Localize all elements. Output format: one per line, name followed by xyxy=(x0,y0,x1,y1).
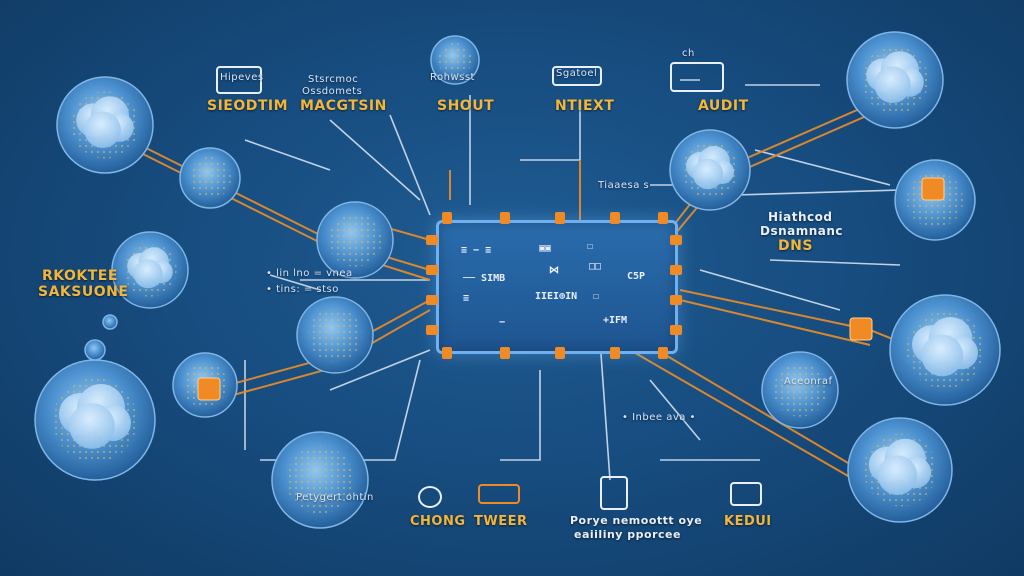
chong-icon xyxy=(418,486,442,508)
process-label-2: eaiiliny pporcee xyxy=(574,528,681,541)
bottom-left-note: Petygert ohtin xyxy=(296,492,374,503)
management-label: MACGTSIN xyxy=(300,98,387,114)
process-icon xyxy=(600,476,628,510)
security-label: SIEODTIM xyxy=(207,98,289,114)
status-box xyxy=(197,377,221,401)
node[interactable] xyxy=(84,339,106,361)
cloud-node[interactable] xyxy=(56,76,154,174)
tweer-label: TWEER xyxy=(474,514,528,529)
node[interactable] xyxy=(271,431,369,529)
connector-lines xyxy=(244,79,901,481)
chip-item: □□ xyxy=(589,261,602,272)
node[interactable] xyxy=(102,314,118,330)
next-icon-text: Sgatoel xyxy=(556,68,598,79)
chip-pin xyxy=(426,325,438,335)
left-note-2: • tins: = stso xyxy=(266,284,339,295)
chip-item: ≡ xyxy=(463,293,470,304)
chip-item: ≡ − ≡ xyxy=(461,245,492,256)
process-label-1: Porye nemoottt oye xyxy=(570,514,703,527)
cloud-node[interactable] xyxy=(34,359,156,481)
next-label: NTIEXT xyxy=(555,98,615,114)
chip-pin xyxy=(610,347,620,359)
security-icon-text: Hipeves xyxy=(220,72,264,83)
chip-pin xyxy=(442,347,452,359)
chip-pin xyxy=(670,295,682,305)
chip-pin xyxy=(555,347,565,359)
mid-right-note: Tiaaesa s xyxy=(598,180,650,191)
management-subtitle: Stsrcmoc xyxy=(308,74,359,85)
chip-pin xyxy=(500,212,510,224)
chip-item: +IFM xyxy=(603,315,628,326)
cloud-node[interactable] xyxy=(846,31,944,129)
kedui-icon xyxy=(730,482,762,506)
next-icon xyxy=(552,66,602,86)
node[interactable] xyxy=(296,296,374,374)
status-box xyxy=(849,317,873,341)
chip-pin xyxy=(426,295,438,305)
chip-pin xyxy=(670,265,682,275)
chong-label: CHONG xyxy=(410,514,466,529)
audit-icon-text: ch xyxy=(682,48,695,59)
management-subtitle-2: Ossdomets xyxy=(302,86,363,97)
cloud-node[interactable] xyxy=(669,129,751,211)
chip-pin xyxy=(442,212,452,224)
shout-icon-text: Rohwsst xyxy=(430,72,475,83)
security-icon xyxy=(216,66,262,94)
cloud-node[interactable] xyxy=(847,417,953,523)
backup-label-2: SAKSUONE xyxy=(38,284,129,300)
chip-item: ⋈ xyxy=(549,265,559,276)
chip-item: ── SIMB xyxy=(463,273,506,284)
status-box xyxy=(921,177,945,201)
backup-label-1: RKOKTEE xyxy=(42,268,118,284)
shout-label: SHOUT xyxy=(437,98,495,114)
cloud-node[interactable] xyxy=(889,294,1001,406)
domain-label: Dsnamnanc xyxy=(760,224,844,238)
central-processor-chip[interactable]: ≡ − ≡ ▣▣ ☐ ⋈ □□ C5P ── SIMB ≡ IIEI⊕IN ☐ … xyxy=(436,220,678,354)
node[interactable] xyxy=(316,201,394,279)
chip-pin xyxy=(670,235,682,245)
node[interactable] xyxy=(179,147,241,209)
chip-pin xyxy=(610,212,620,224)
chip-item: IIEI⊕IN xyxy=(535,291,578,302)
chip-pin xyxy=(670,325,682,335)
chip-pin xyxy=(555,212,565,224)
bottom-right-note: • Inbee ava • xyxy=(622,412,696,423)
chip-item: ☐ xyxy=(587,241,594,252)
right-mid-note: Aceonraf xyxy=(784,376,833,387)
left-note-1: • lin lno = vnea xyxy=(266,268,353,279)
node[interactable] xyxy=(761,351,839,429)
chip-item: C5P xyxy=(627,271,646,282)
audit-icon xyxy=(670,62,724,92)
chip-pin xyxy=(426,235,438,245)
tweer-icon xyxy=(478,484,520,504)
cloud-node[interactable] xyxy=(111,231,189,309)
kedui-label: KEDUI xyxy=(724,514,772,529)
chip-item: ☐ xyxy=(593,291,600,302)
chip-pin xyxy=(500,347,510,359)
node[interactable] xyxy=(430,35,480,85)
chip-pin xyxy=(658,347,668,359)
hitched-label: Hiathcod xyxy=(768,210,833,224)
chip-pin xyxy=(426,265,438,275)
chip-item: − xyxy=(499,317,506,328)
chip-item: ▣▣ xyxy=(539,243,552,254)
audit-label: AUDIT xyxy=(698,98,749,114)
chip-pin xyxy=(658,212,668,224)
dns-label: DNS xyxy=(778,238,813,254)
